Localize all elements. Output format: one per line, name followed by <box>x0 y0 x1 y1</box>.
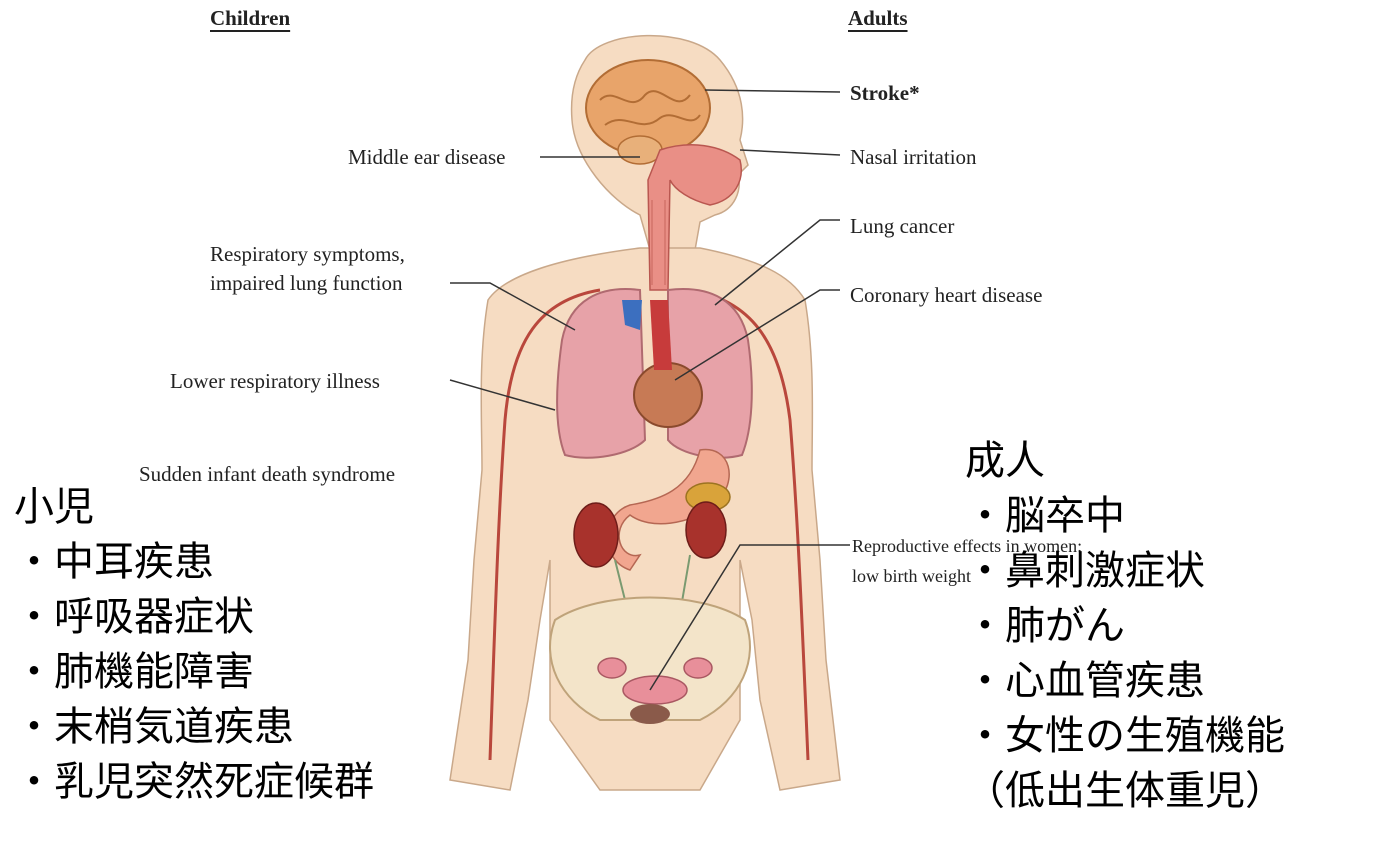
children-item: ・中耳疾患 <box>14 535 374 590</box>
adults-item: ・心血管疾患 <box>965 654 1285 709</box>
children-heading: Children <box>210 6 290 31</box>
adults-item: （低出生体重児） <box>965 764 1285 819</box>
children-japanese-title: 小児 <box>14 480 374 535</box>
adults-japanese-title: 成人 <box>965 434 1285 489</box>
label-nasal: Nasal irritation <box>850 143 977 171</box>
label-coronary: Coronary heart disease <box>850 281 1042 309</box>
children-japanese-list: 小児 ・中耳疾患 ・呼吸器症状 ・肺機能障害 ・末梢気道疾患 ・乳児突然死症候群 <box>14 480 374 810</box>
label-middle-ear: Middle ear disease <box>348 143 505 171</box>
label-lung-cancer: Lung cancer <box>850 212 954 240</box>
label-resp-symptoms-2: impaired lung function <box>210 269 402 297</box>
label-resp-symptoms-1: Respiratory symptoms, <box>210 240 405 268</box>
pelvis <box>550 598 750 725</box>
adults-heading: Adults <box>848 6 908 31</box>
adults-item: ・脳卒中 <box>965 489 1285 544</box>
children-item: ・呼吸器症状 <box>14 590 374 645</box>
adults-item: ・鼻刺激症状 <box>965 544 1285 599</box>
label-stroke: Stroke* <box>850 79 920 107</box>
adults-item: ・女性の生殖機能 <box>965 709 1285 764</box>
adults-japanese-list: 成人 ・脳卒中 ・鼻刺激症状 ・肺がん ・心血管疾患 ・女性の生殖機能 （低出生… <box>965 434 1285 819</box>
adults-item: ・肺がん <box>965 599 1285 654</box>
children-item: ・末梢気道疾患 <box>14 700 374 755</box>
children-item: ・乳児突然死症候群 <box>14 755 374 810</box>
label-lower-resp: Lower respiratory illness <box>170 367 380 395</box>
children-item: ・肺機能障害 <box>14 645 374 700</box>
label-repro-2: low birth weight <box>852 562 971 590</box>
